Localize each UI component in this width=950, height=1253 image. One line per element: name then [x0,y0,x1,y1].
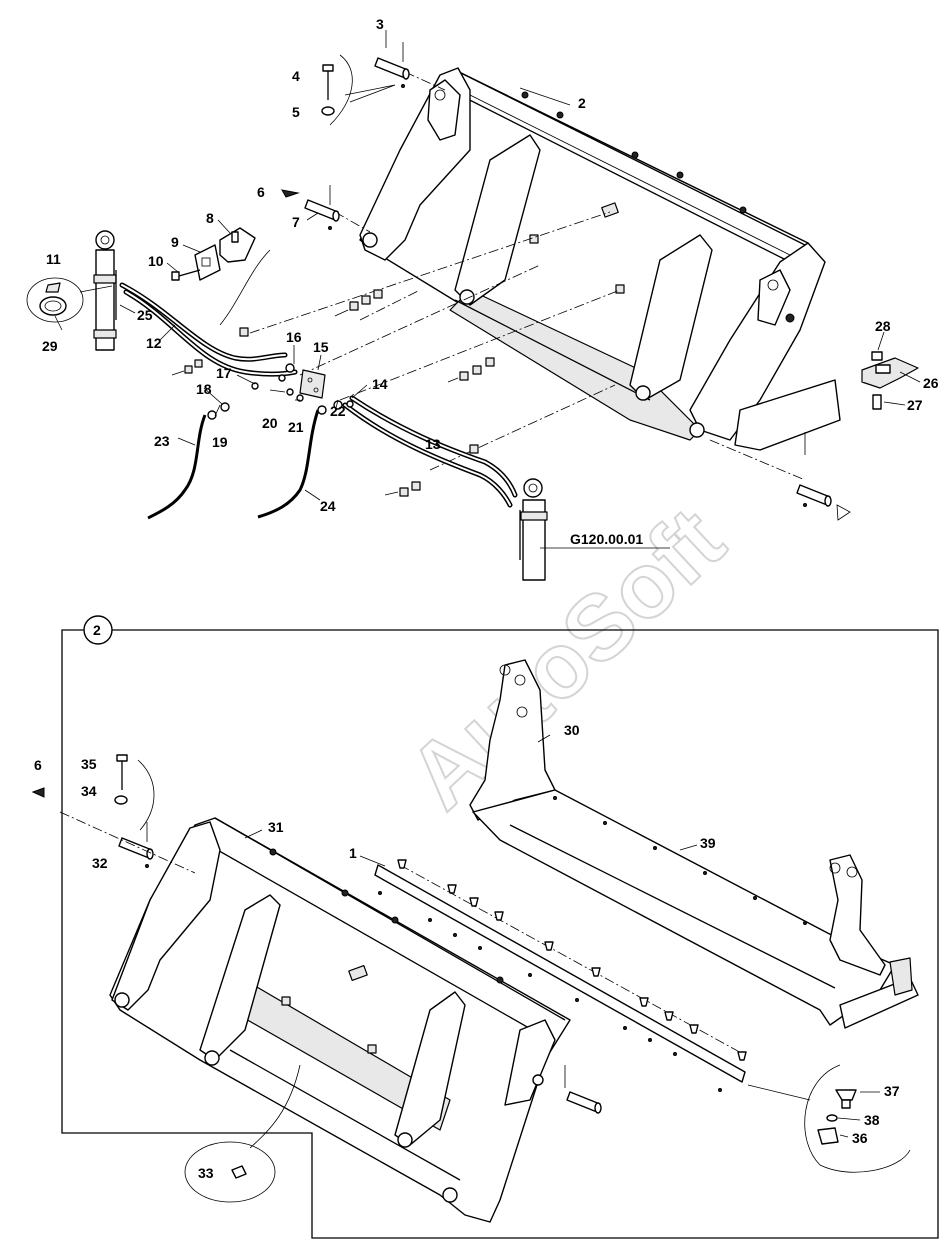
bucket-31 [109,817,571,1223]
leader-11 [79,285,113,293]
callout-12: 12 [146,335,162,351]
callout-21: 21 [288,419,304,435]
callout-16: 16 [286,329,302,345]
callout-6: 6 [257,184,265,200]
callout-15: 15 [313,339,329,355]
assembly-line-6 [59,811,196,874]
pin-inset-right [564,1065,602,1114]
callout-17: 17 [216,365,232,381]
tooth-26 [861,357,919,389]
clamp-plate-9 [194,244,221,281]
callout-23: 23 [154,433,170,449]
callout-37: 37 [884,1083,900,1099]
callout-24: 24 [320,498,336,514]
callout-30: 30 [564,722,580,738]
callout-20: 20 [262,415,278,431]
callout-39: 39 [700,835,716,851]
callout-labels-upper [54,30,921,549]
callout-22: 22 [330,403,346,419]
nut-34 [114,795,128,805]
callout-14: 14 [372,376,388,392]
main-bucket [359,67,841,451]
detail-11 [26,277,84,323]
detail-36-38 [747,1064,911,1173]
bolt-10 [171,269,201,281]
callout-8: 8 [206,210,214,226]
callout-34: 34 [81,783,97,799]
leader-curve-34 [137,759,155,831]
callout-28: 28 [875,318,891,334]
callout-18: 18 [196,381,212,397]
inset-badge: 2 [83,615,113,645]
callout-11: 11 [46,251,61,267]
bolt-4 [322,64,334,100]
callout-25: 25 [137,307,153,323]
assembly-lines-upper [249,71,806,481]
pin-32 [118,822,154,868]
pin-right [796,432,851,521]
clamp-8 [219,227,256,263]
ring-29 [39,296,67,316]
hose-23 [147,414,207,520]
cylinder-left [93,230,117,351]
callout-29: 29 [42,338,58,354]
callout-19: 19 [212,434,228,450]
nut-28 [871,351,883,361]
hose-12 [119,282,298,377]
callout-2: 2 [578,95,586,111]
callout-1: 1 [349,845,357,861]
cylinder-right [519,478,548,581]
bucket-30 [469,659,919,1029]
callout-9: 9 [171,234,179,250]
edge-holes-39 [553,796,807,925]
leader-curve-8 [219,249,271,326]
autosoft-watermark: AutoSoft [390,489,744,828]
valve-block-15 [299,369,326,399]
callout-38: 38 [864,1112,880,1128]
reference-label: G120.00.01 [570,531,643,547]
callout-7: 7 [292,214,300,230]
leader-39 [679,844,698,851]
callout-26: 26 [923,375,939,391]
callout-4: 4 [292,68,300,84]
leader-30 [537,734,551,743]
callout-31: 31 [268,819,284,835]
callout-6-lower: 6 [34,757,42,773]
leader-4-5 [344,84,396,103]
edge-bolts [378,859,747,1092]
callout-27: 27 [907,397,923,413]
pin-3 [374,42,410,88]
hose-24 [257,409,320,519]
svg-text:2: 2 [93,622,101,638]
callout-10: 10 [148,253,164,269]
callout-5: 5 [292,104,300,120]
callout-36: 36 [852,1130,868,1146]
bolt-27 [872,394,882,410]
hose-clips [171,289,495,497]
leader-1 [359,855,386,867]
callout-35: 35 [81,756,97,772]
callout-leaders-inset [837,1091,880,1138]
pin-7 [304,185,340,230]
callout-3: 3 [376,16,384,32]
callout-33: 33 [198,1165,214,1181]
arrow-6-upper [281,189,300,198]
detail-33 [184,1064,301,1203]
leader-curve-3 [329,54,353,126]
leader-31 [244,829,263,839]
callout-32: 32 [92,855,108,871]
callout-13: 13 [425,436,441,452]
inset-frame [61,629,939,1239]
cutting-edge-1 [374,864,746,1083]
nut-5 [321,106,335,116]
bolt-35 [116,754,128,790]
arrow-6-lower [31,787,45,798]
hose-13 [342,395,518,508]
